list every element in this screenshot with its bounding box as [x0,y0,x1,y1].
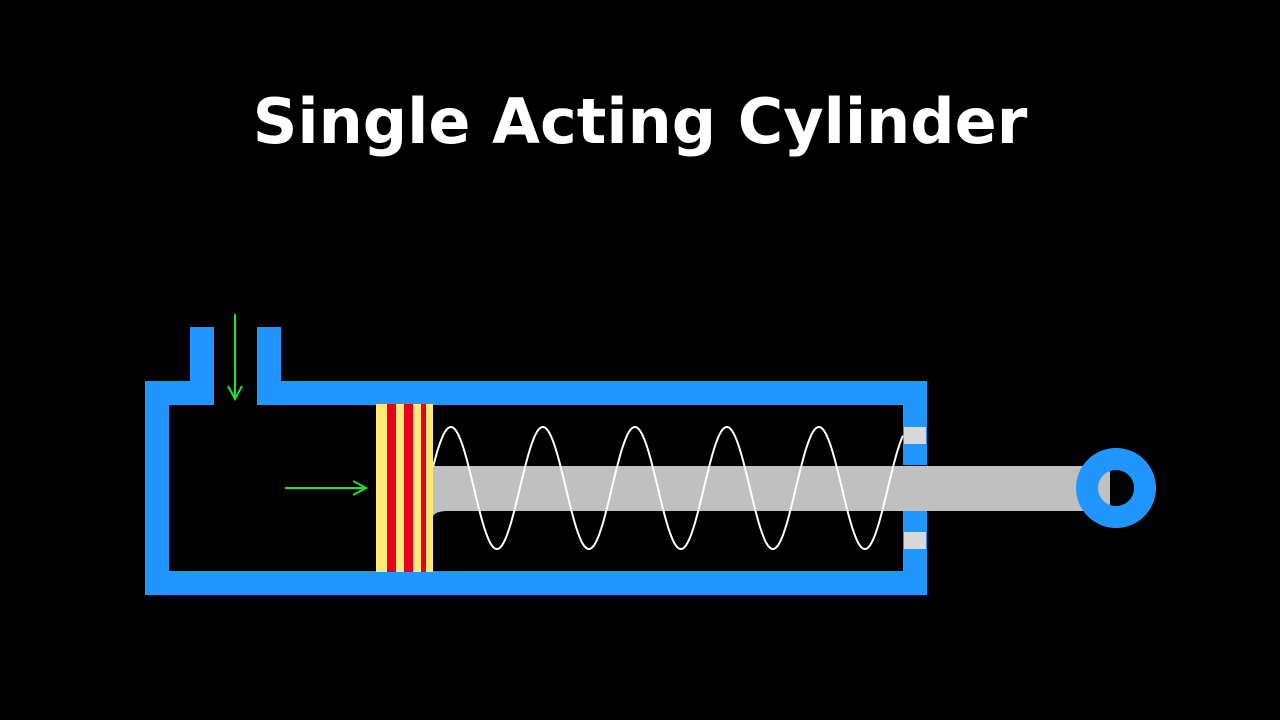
barrel-left-cap [145,381,169,595]
down-arrow-head [227,385,243,402]
rod-seals [904,427,926,549]
inlet-port [190,327,281,405]
piston-rod-body [432,466,1110,520]
rod-seal-upper [904,427,926,444]
barrel-top-wall-right [257,381,927,405]
return-spring [432,425,904,551]
down-arrow [227,314,243,402]
rod-seal-lower [904,532,926,549]
rod-eye-ring [1076,448,1156,528]
barrel-bottom-wall [145,571,927,595]
inlet-port-left-wall [190,327,214,405]
piston-stripe-3 [421,404,426,572]
rod-eye [1076,448,1156,528]
piston [376,404,433,572]
right-arrow-head [352,480,369,496]
barrel-right-cap-upper [903,381,927,465]
right-arrow [285,480,369,496]
barrel-right-cap-lower [903,511,927,595]
page-title: Single Acting Cylinder [252,85,1028,158]
piston-stripe-2 [404,404,413,572]
return-spring-coil [432,425,904,551]
piston-stripe-1 [387,404,396,572]
piston-rod [432,466,1110,520]
inlet-port-right-wall [257,327,281,405]
